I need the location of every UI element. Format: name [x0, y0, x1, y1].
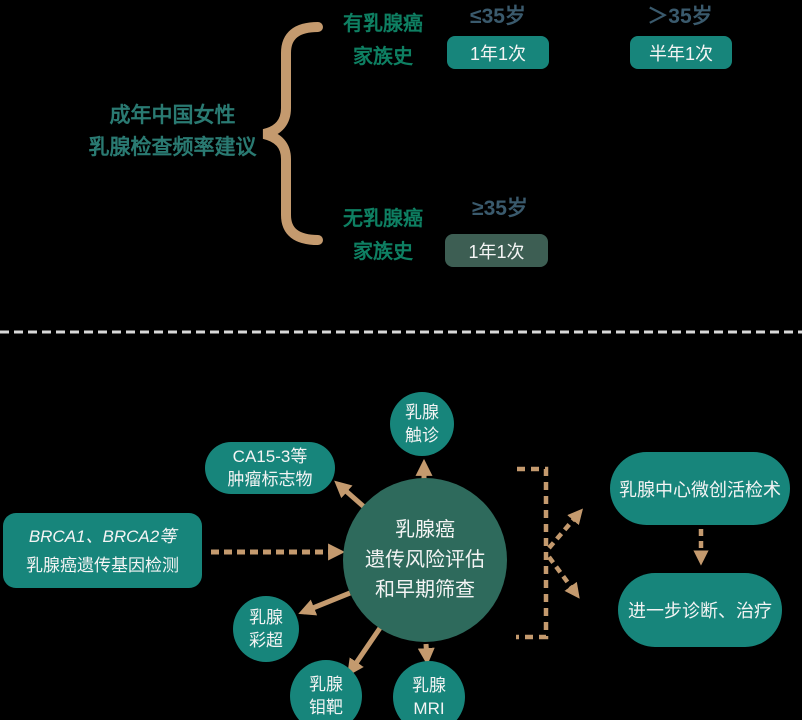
branch2-label-line1: 无乳腺癌	[343, 208, 423, 230]
node-tumor-markers: CA15-3等 肿瘤标志物	[205, 442, 335, 494]
center-line1: 乳腺癌	[395, 519, 455, 541]
mri-line2: MRI	[413, 699, 445, 718]
tumor-markers-line2: 肿瘤标志物	[227, 470, 313, 489]
age-under-35-label: ≤35岁	[450, 4, 546, 30]
frequency-box-half-yearly: 半年1次	[630, 36, 732, 69]
age-35-plus-label: ≥35岁	[452, 196, 548, 222]
age-under-35-text: ≤35岁	[470, 5, 526, 28]
center-node-risk-assessment: 乳腺癌 遗传风险评估 和早期筛查	[343, 478, 507, 642]
biopsy-text: 乳腺中心微创活检术	[619, 479, 781, 500]
main-label-line2: 乳腺检查频率建议	[88, 136, 257, 159]
palpation-line1: 乳腺	[405, 403, 439, 422]
frequency-half-yearly-text: 半年1次	[648, 43, 713, 64]
ultrasound-line1: 乳腺	[249, 608, 283, 627]
branch-family-history-label: 有乳腺癌 家族史	[328, 8, 438, 74]
branch-no-family-history-label: 无乳腺癌 家族史	[328, 203, 438, 269]
outcome-treatment: 进一步诊断、治疗	[618, 573, 782, 647]
mammography-line2: 钼靶	[309, 698, 343, 717]
frequency-box-yearly-no-history: 1年1次	[445, 234, 548, 267]
age-over-35-text: ＞35岁	[647, 5, 713, 28]
frequency-box-yearly-with-history: 1年1次	[447, 36, 549, 69]
branch1-label-line1: 有乳腺癌	[343, 13, 423, 35]
main-recommendation-label: 成年中国女性 乳腺检查频率建议	[55, 100, 290, 164]
arrow-center-to-ultrasound	[298, 590, 351, 616]
node-ultrasound: 乳腺 彩超	[233, 596, 299, 662]
arrow-center-to-mammography	[347, 626, 383, 677]
ultrasound-line2: 彩超	[249, 631, 283, 650]
palpation-line2: 触诊	[405, 426, 439, 445]
outcome-biopsy: 乳腺中心微创活检术	[610, 452, 790, 525]
center-line2: 遗传风险评估	[365, 549, 485, 571]
gene-testing-line1: BRCA1、BRCA2等	[28, 526, 177, 546]
age-over-35-label: ＞35岁	[632, 4, 728, 30]
node-gene-testing: BRCA1、BRCA2等 乳腺癌遗传基因检测	[3, 513, 202, 588]
arrow-center-to-mri	[417, 643, 435, 666]
mri-line1: 乳腺	[412, 676, 446, 695]
center-line3: 和早期筛查	[375, 579, 475, 601]
node-palpation: 乳腺 触诊	[390, 392, 454, 456]
dashed-bracket	[516, 466, 549, 640]
frequency-yearly-no-history-text: 1年1次	[468, 241, 525, 262]
arrow-bracket-to-treatment	[547, 555, 580, 599]
arrow-bracket-to-biopsy	[547, 508, 583, 550]
main-label-line1: 成年中国女性	[109, 104, 236, 127]
frequency-yearly-text: 1年1次	[469, 43, 527, 64]
branch2-label-line2: 家族史	[353, 241, 413, 263]
node-mammography: 乳腺 钼靶	[290, 660, 362, 720]
mammography-line1: 乳腺	[309, 675, 343, 694]
gene-testing-line2: 乳腺癌遗传基因检测	[26, 555, 179, 575]
node-mri: 乳腺 MRI	[393, 661, 465, 720]
branch1-label-line2: 家族史	[353, 46, 413, 68]
treatment-text: 进一步诊断、治疗	[628, 601, 772, 621]
tumor-markers-line1: CA15-3等	[232, 447, 308, 466]
age-35-plus-text: ≥35岁	[472, 197, 528, 220]
